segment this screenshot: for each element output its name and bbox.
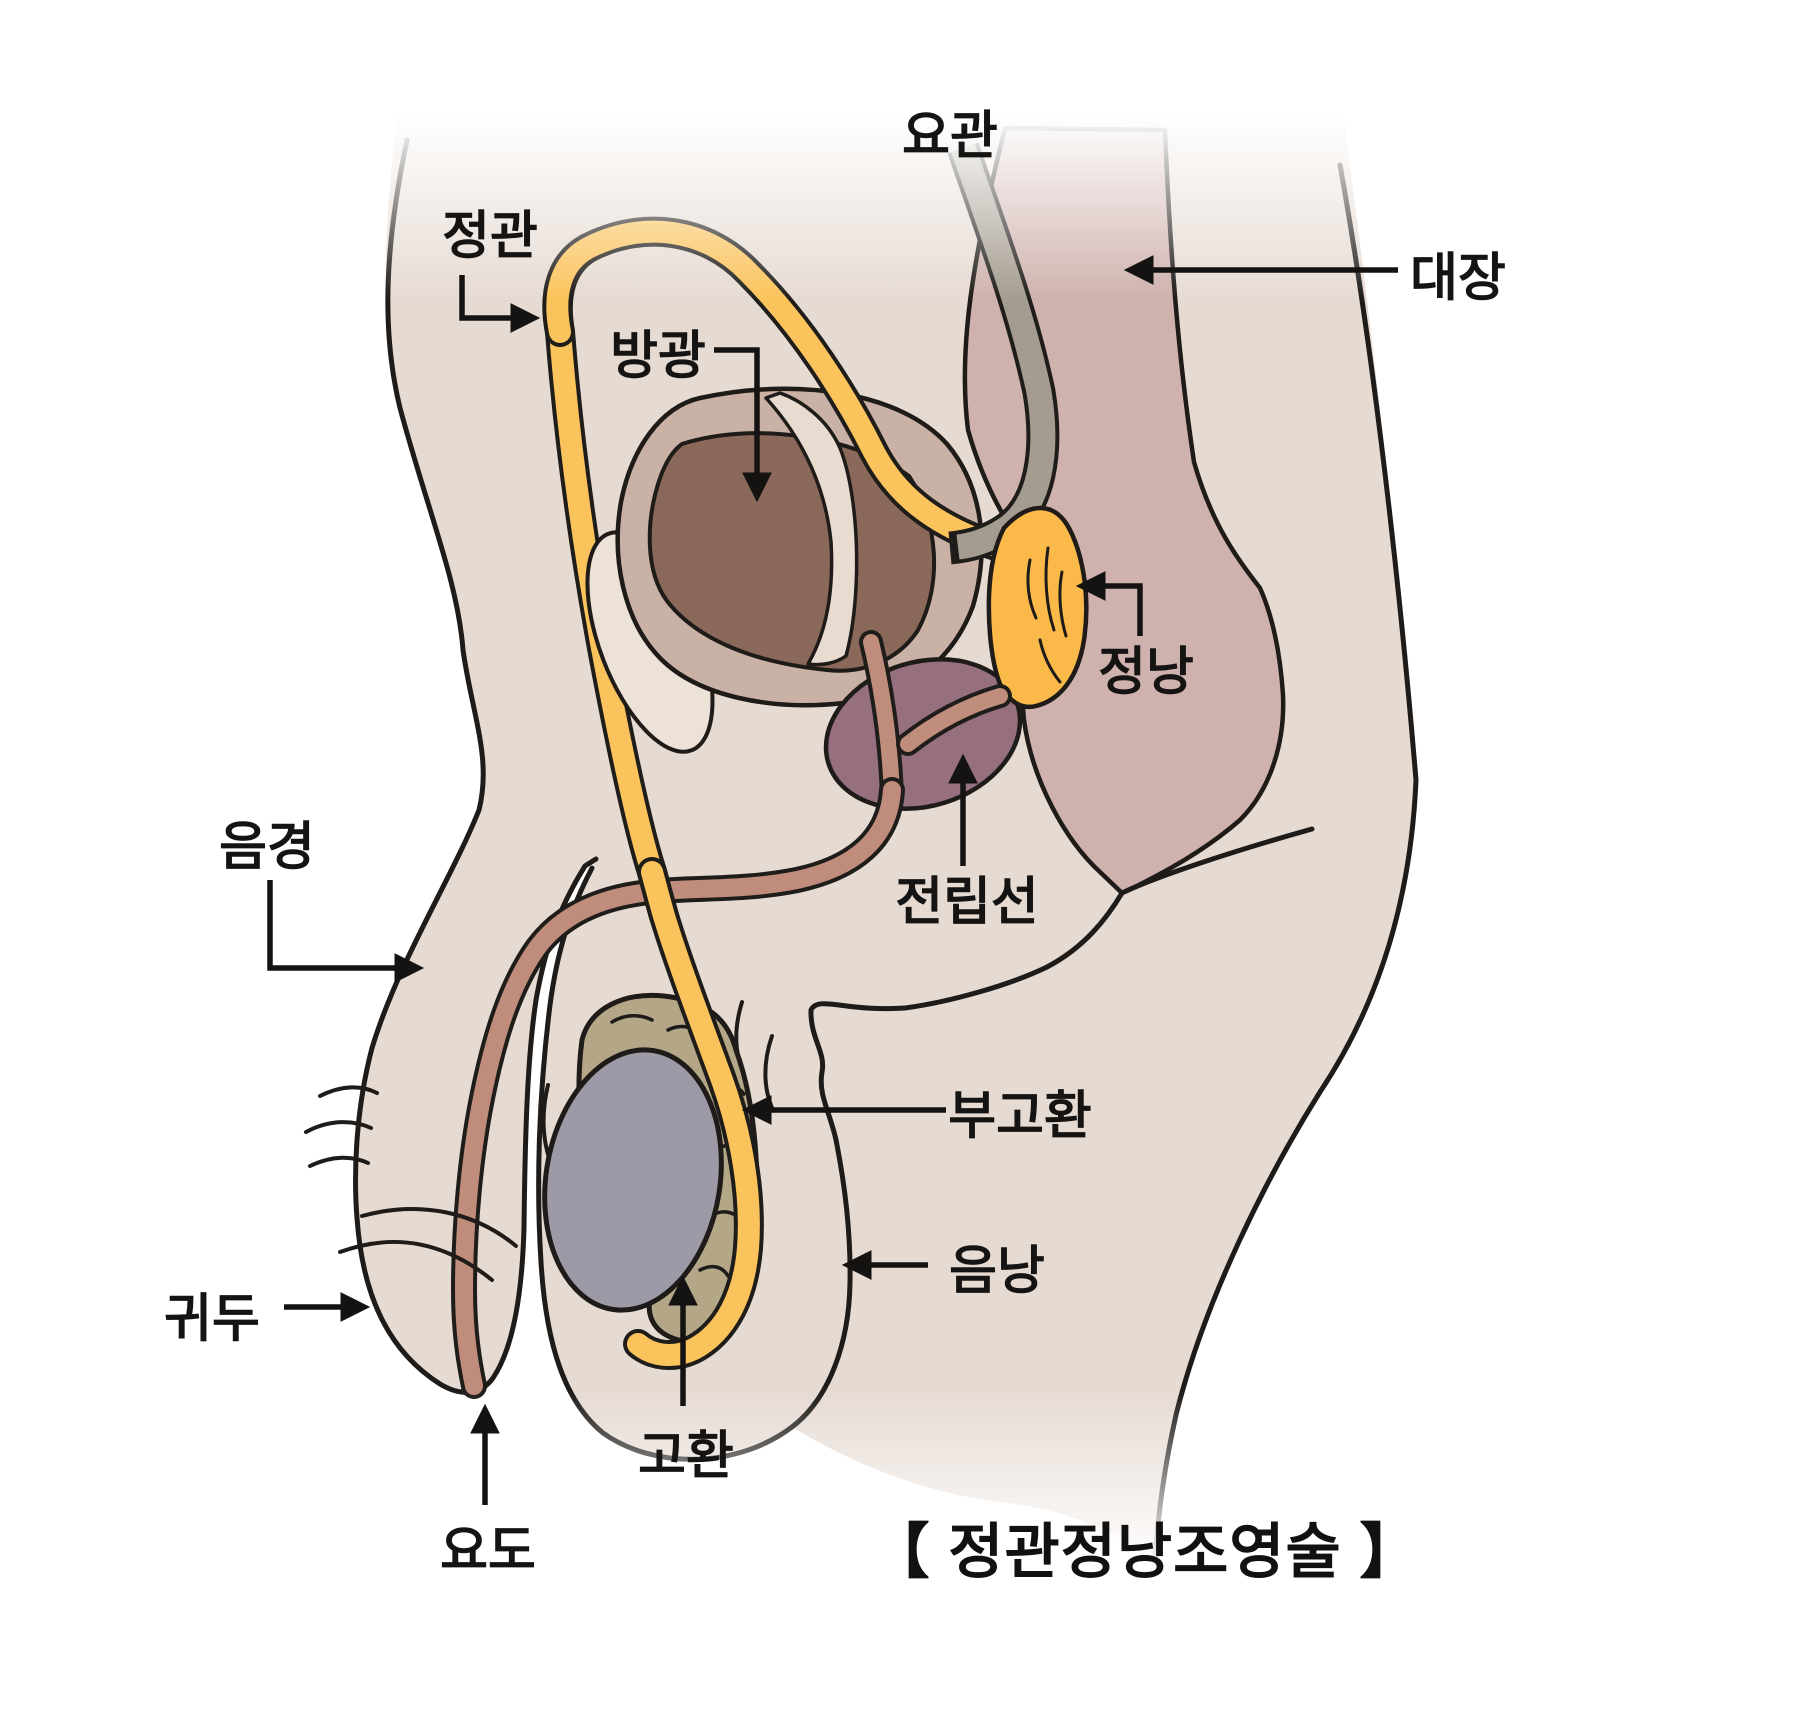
abdomen-penis-outline (353, 137, 599, 1395)
skin-fold-lines (304, 1000, 775, 1282)
scrotum-outline (536, 826, 1315, 1462)
urethra-tube (450, 630, 1012, 1399)
seminal-vesicle-shape (986, 505, 1089, 710)
vas-deferens-tube-scrotal (623, 857, 764, 1370)
arrow-vas-deferens (459, 275, 541, 333)
arrow-seminal-vesicle (1075, 571, 1143, 636)
bottom-fade (0, 1390, 1802, 1717)
top-fade (0, 0, 1802, 300)
arrow-bladder (714, 347, 772, 503)
testis-shape (542, 1047, 724, 1313)
arrow-penis (267, 880, 425, 983)
